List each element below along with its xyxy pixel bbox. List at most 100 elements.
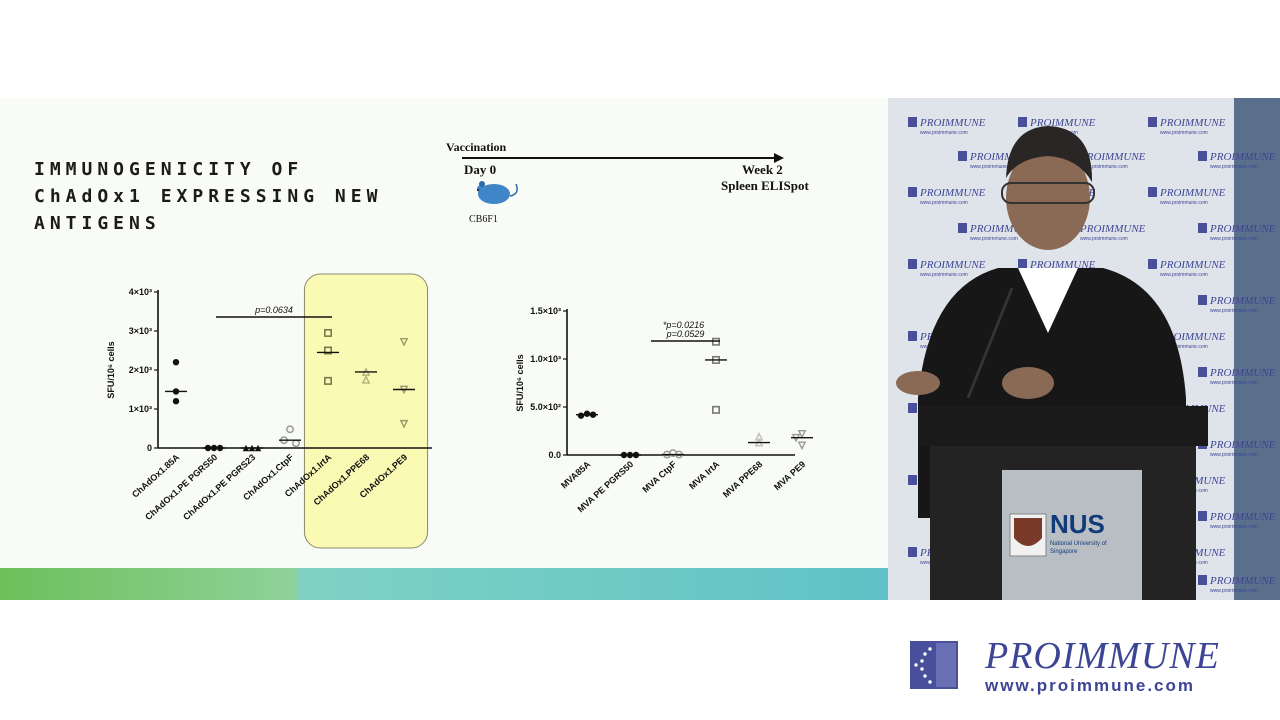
backdrop-logo-text: PROIMMUNE: [1209, 367, 1276, 379]
backdrop-logo-text: PROIMMUNE: [1079, 223, 1146, 235]
backdrop-logo-text: PROIMMUNE: [1079, 151, 1146, 163]
y-tick-label: 3×10³: [129, 326, 152, 336]
podium-logo: NUS: [1050, 509, 1105, 539]
backdrop-logo-text: PROIMMUNE: [1159, 187, 1226, 199]
backdrop-logo-url: www.proimmune.com: [1080, 164, 1128, 170]
timeline-readout-label: Spleen ELISpot: [721, 178, 809, 193]
slide-title: IMMUNOGENICITY OF ChAdOx1 EXPRESSING NEW…: [34, 159, 383, 234]
timeline-end-label: Week 2: [742, 162, 783, 177]
backdrop-logo-url: www.proimmune.com: [1160, 344, 1208, 350]
backdrop-logo-url: www.proimmune.com: [1210, 588, 1258, 594]
backdrop-logo-mark: [1198, 295, 1207, 305]
backdrop-logo-url: www.proimmune.com: [1080, 236, 1128, 242]
y-tick-label: 1×10³: [129, 404, 152, 414]
y-tick-label: 1.5×10³: [530, 306, 561, 316]
backdrop-logo-text: PROIMMUNE: [1209, 511, 1276, 523]
backdrop-logo-text: PROIMMUNE: [1029, 117, 1096, 129]
chadox1-scatter-chart: 0 1×10³ 2×10³ 3×10³ 4×10³ SFU/10⁶ cellsChAdOx…: [106, 273, 432, 549]
x-tick-label: ChAdOx1.PE PGRS23: [181, 452, 257, 522]
backdrop-logo-mark: [1198, 223, 1207, 233]
y-tick-label: 0.0: [548, 450, 561, 460]
backdrop-logo-url: www.proimmune.com: [1210, 236, 1258, 242]
data-point: [399, 419, 409, 429]
backdrop-logo-text: PROIMMUNE: [919, 259, 986, 271]
backdrop-logo-url: www.proimmune.com: [1210, 380, 1258, 386]
podium-subtext: National University of Singapore: [1050, 541, 1107, 555]
data-point: [583, 410, 591, 417]
speaker-video-scene: PROIMMUNEwww.proimmune.comPROIMMUNEwww.p…: [888, 98, 1280, 600]
y-tick-label: 4×10³: [129, 287, 152, 297]
slide-footer-band: [0, 568, 888, 600]
backdrop-logo-mark: [908, 187, 917, 197]
backdrop-logo-mark: [908, 259, 917, 269]
backdrop-logo-text: PROIMMUNE: [1209, 223, 1276, 235]
data-point: [712, 337, 721, 346]
y-axis-label: SFU/10⁶ cells: [106, 341, 116, 398]
backdrop-logo-url: www.proimmune.com: [1160, 272, 1208, 278]
x-tick-label: ChAdOx1.PE PGRS50: [143, 452, 219, 522]
data-point: [324, 328, 333, 337]
backdrop-logo-mark: [1198, 367, 1207, 377]
speaker-video: PROIMMUNEwww.proimmune.comPROIMMUNEwww.p…: [888, 98, 1280, 600]
backdrop-logo-url: www.proimmune.com: [1210, 452, 1258, 458]
backdrop-logo-mark: [1018, 117, 1027, 127]
timeline-vaccination-label: Vaccination: [446, 140, 507, 154]
data-point: [577, 412, 585, 419]
proimmune-logo-url: www.proimmune.com: [985, 676, 1196, 695]
backdrop-logo-text: PROIMMUNE: [1209, 575, 1276, 587]
y-tick-label: 1.0×10³: [530, 354, 561, 364]
y-axis-label: SFU/10⁶ cells: [515, 354, 525, 411]
data-point: [324, 346, 333, 355]
data-point: [361, 374, 371, 384]
mva-scatter-chart: 0.0 5.0×10² 1.0×10³ 1.5×10³ SFU/10⁶ cellsMVA…: [515, 306, 813, 514]
backdrop-logo-url: www.proimmune.com: [1160, 130, 1208, 136]
y-tick-label: 5.0×10²: [530, 402, 561, 412]
x-tick-label: MVA PE9: [772, 459, 807, 492]
data-point: [797, 441, 807, 451]
y-tick-label: 2×10³: [129, 365, 152, 375]
backdrop-logo-url: www.proimmune.com: [970, 164, 1018, 170]
backdrop-logo-url: www.proimmune.com: [920, 130, 968, 136]
y-tick-label: 0: [147, 443, 152, 453]
backdrop-logo-url: www.proimmune.com: [970, 236, 1018, 242]
backdrop-logo-mark: [1148, 187, 1157, 197]
proimmune-logo-name: PROIMMUNE: [985, 635, 1220, 677]
backdrop-logo-mark: [908, 331, 917, 341]
data-point: [286, 425, 294, 434]
backdrop-logo-url: www.proimmune.com: [1210, 308, 1258, 314]
data-point: [172, 359, 180, 366]
highlight-box: [303, 273, 429, 549]
backdrop-logo-text: PROIMMUNE: [1209, 295, 1276, 307]
backdrop-logo-url: www.proimmune.com: [1210, 524, 1258, 530]
x-tick-label: MVA PPE68: [721, 459, 765, 500]
timeline-start-label: Day 0: [464, 162, 497, 177]
backdrop-logo-text: PROIMMUNE: [1209, 439, 1276, 451]
data-point: [399, 338, 409, 347]
backdrop-logo-mark: [908, 403, 917, 413]
data-point: [292, 439, 300, 448]
backdrop-logo-text: PROIMMUNE: [1159, 259, 1226, 271]
backdrop-logo-mark: [1198, 511, 1207, 521]
data-point: [797, 429, 807, 439]
backdrop-logo-url: www.proimmune.com: [920, 272, 968, 278]
backdrop-logo-mark: [908, 475, 917, 485]
backdrop-logo-url: www.proimmune.com: [1160, 200, 1208, 206]
backdrop-logo-mark: [1018, 259, 1027, 269]
data-point: [324, 376, 333, 385]
backdrop-logo-mark: [958, 223, 967, 233]
p-value-label: p=0.0529: [666, 329, 705, 339]
x-tick-label: MVA CtpF: [640, 459, 678, 495]
mouse-icon: [477, 181, 518, 204]
backdrop-logo-url: www.proimmune.com: [1210, 164, 1258, 170]
backdrop-logo-mark: [908, 117, 917, 127]
data-point: [712, 405, 721, 414]
backdrop-logo-mark: [1198, 151, 1207, 161]
timeline-arrow: [462, 153, 784, 204]
presentation-slide: IMMUNOGENICITY OF ChAdOx1 EXPRESSING NEW…: [0, 98, 888, 600]
backdrop-logo-url: www.proimmune.com: [920, 200, 968, 206]
timeline-mouse-label: CB6F1: [469, 214, 498, 225]
p-value-label: *p=0.0216: [663, 320, 704, 330]
backdrop-logo-text: PROIMMUNE: [919, 117, 986, 129]
backdrop-logo-text: PROIMMUNE: [1159, 117, 1226, 129]
p-value-label: p=0.0634: [254, 305, 293, 315]
